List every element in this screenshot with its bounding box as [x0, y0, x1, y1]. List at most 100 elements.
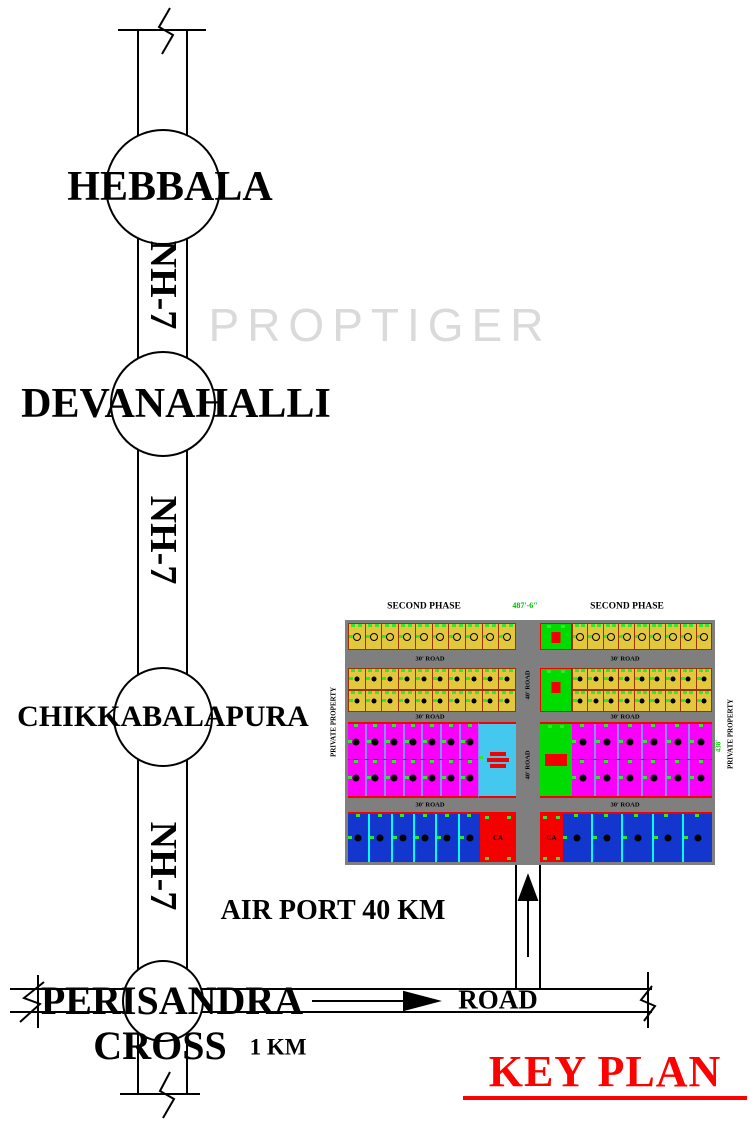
plot-cell: [690, 724, 713, 759]
junction-name-line1: PERISANDRA: [40, 978, 304, 1023]
shrub-mark: [698, 691, 703, 694]
plot-cell: [415, 691, 433, 711]
shrub-mark: [458, 691, 463, 694]
tree-dot: [487, 676, 493, 682]
plot-cell: [349, 669, 366, 689]
plot-cell: [619, 724, 644, 759]
tree-dot: [603, 774, 610, 782]
shrub-mark: [391, 624, 396, 627]
shrub-mark: [482, 634, 487, 638]
road-break-symbols: [118, 7, 206, 1119]
direction-arrows: [312, 873, 539, 1012]
plot-cell: [588, 624, 604, 649]
shrub-mark: [365, 699, 370, 703]
shrub-mark: [621, 669, 626, 672]
tree-dot: [634, 834, 641, 842]
shrub-mark: [418, 624, 423, 627]
magenta-plot-row: [348, 722, 479, 760]
shrub-mark: [484, 669, 489, 672]
tree-dot: [421, 676, 427, 682]
plot-cell: [442, 760, 462, 796]
plot-cell: [619, 669, 635, 689]
shrub-mark: [690, 776, 695, 780]
tree-dot: [654, 676, 660, 682]
shrub-mark: [459, 835, 464, 839]
shrub-mark: [451, 669, 456, 672]
shrub-mark: [634, 814, 639, 817]
shrub-mark: [651, 760, 656, 763]
shrub-mark: [588, 699, 593, 703]
plot-cell: [634, 624, 651, 649]
shrub-mark: [448, 760, 453, 763]
phase-label-left: SECOND PHASE: [387, 601, 461, 612]
plot-number-circle: [622, 632, 631, 641]
shrub-mark: [382, 677, 387, 681]
shrub-mark: [351, 691, 356, 694]
tree-dot: [437, 676, 443, 682]
shrub-mark: [621, 691, 626, 694]
red-marker-bar: [489, 764, 506, 768]
plot-cell: [449, 691, 466, 711]
shrub-mark: [555, 816, 560, 819]
shrub-mark: [643, 691, 648, 694]
yellow-plot-row: [572, 690, 712, 712]
shrub-mark: [696, 699, 701, 703]
shrub-mark: [410, 760, 415, 763]
shrub-mark: [434, 691, 439, 694]
shrub-mark: [355, 814, 360, 817]
shrub-mark: [458, 624, 463, 627]
plot-cell: [370, 814, 393, 862]
plot-cell: [619, 760, 644, 796]
internal-road-label: 40' ROAD: [524, 750, 532, 780]
shrub-mark: [348, 776, 352, 780]
ca-plot: CA: [540, 812, 563, 862]
shrub-mark: [634, 699, 639, 703]
shrub-mark: [449, 677, 454, 681]
shrub-mark: [366, 776, 371, 780]
tree-dot: [639, 676, 645, 682]
shrub-mark: [461, 739, 466, 743]
shrub-mark: [573, 634, 577, 638]
shrub-mark: [368, 669, 373, 672]
shrub-mark: [543, 816, 548, 819]
shrub-mark: [358, 624, 363, 627]
tree-dot: [670, 698, 676, 704]
shrub-mark: [399, 699, 404, 703]
plot-cell: [414, 814, 438, 862]
shrub-mark: [627, 669, 632, 672]
plot-cell: [365, 669, 383, 689]
tree-dot: [608, 676, 614, 682]
shrub-mark: [385, 776, 390, 780]
shrub-mark: [619, 739, 624, 743]
tree-dot: [376, 834, 384, 842]
yellow-plot-row: [572, 623, 712, 650]
shrub-mark: [652, 691, 657, 694]
shrub-mark: [555, 857, 560, 860]
plot-cell: [499, 669, 516, 689]
shrub-mark: [596, 691, 601, 694]
shrub-mark: [400, 814, 405, 817]
shrub-mark: [501, 624, 506, 627]
shrub-mark: [581, 691, 586, 694]
plot-number-circle: [453, 632, 462, 641]
plot-number-circle: [637, 632, 646, 641]
tree-dot: [685, 676, 691, 682]
shrub-mark: [506, 816, 511, 819]
tree-dot: [466, 774, 474, 782]
red-marker-bar: [489, 752, 506, 756]
shrub-mark: [399, 634, 404, 638]
plot-cell: [573, 624, 589, 649]
shrub-mark: [451, 624, 456, 627]
plot-cell: [437, 814, 460, 862]
shrub-mark: [683, 691, 688, 694]
plot-cell: [432, 669, 450, 689]
plot-cell: [573, 669, 589, 689]
tree-dot: [454, 676, 460, 682]
shrub-mark: [575, 691, 580, 694]
town-label-hebbala: HEBBALA: [67, 164, 273, 210]
town-label-chikkabalapura: CHIKKABALAPURA: [17, 700, 309, 733]
shrub-mark: [415, 677, 420, 681]
shrub-mark: [704, 669, 709, 672]
shrub-mark: [415, 634, 420, 638]
magenta-plot-row: [348, 760, 479, 798]
